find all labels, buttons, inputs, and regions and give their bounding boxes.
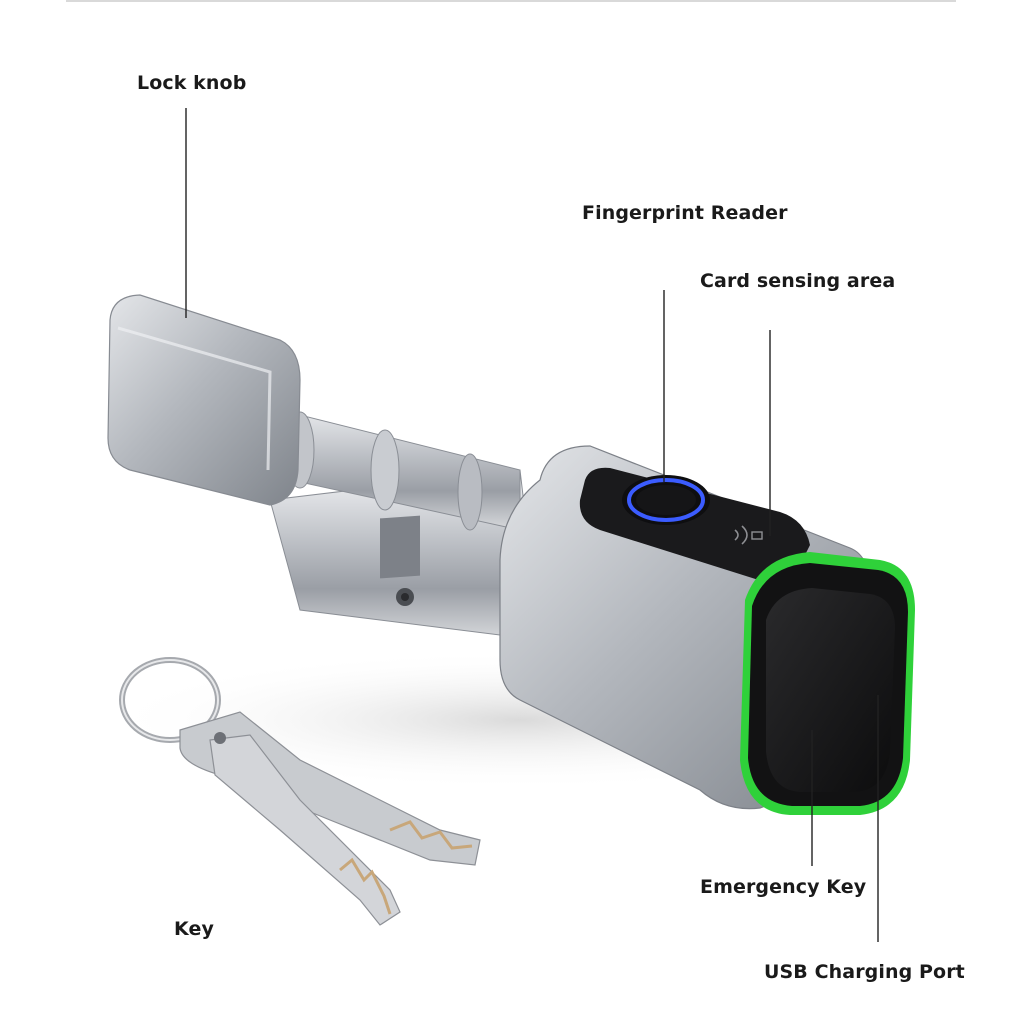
key-label: Key <box>174 918 214 940</box>
nfc-icon <box>734 525 748 545</box>
lock-knob-label: Lock knob <box>137 72 247 94</box>
fingerprint-reader-label: Fingerprint Reader <box>582 202 788 224</box>
card-sensing-area-label: Card sensing area <box>700 270 896 292</box>
key-2 <box>209 734 401 926</box>
face-plate <box>766 588 895 792</box>
emergency-key-label: Emergency Key <box>700 876 867 898</box>
fingerprint-ring <box>627 478 705 522</box>
key-set <box>119 657 481 926</box>
front-face <box>740 552 915 815</box>
usb-charging-port-label: USB Charging Port <box>764 961 965 983</box>
top-divider <box>66 0 956 2</box>
lock-knob <box>107 294 301 506</box>
